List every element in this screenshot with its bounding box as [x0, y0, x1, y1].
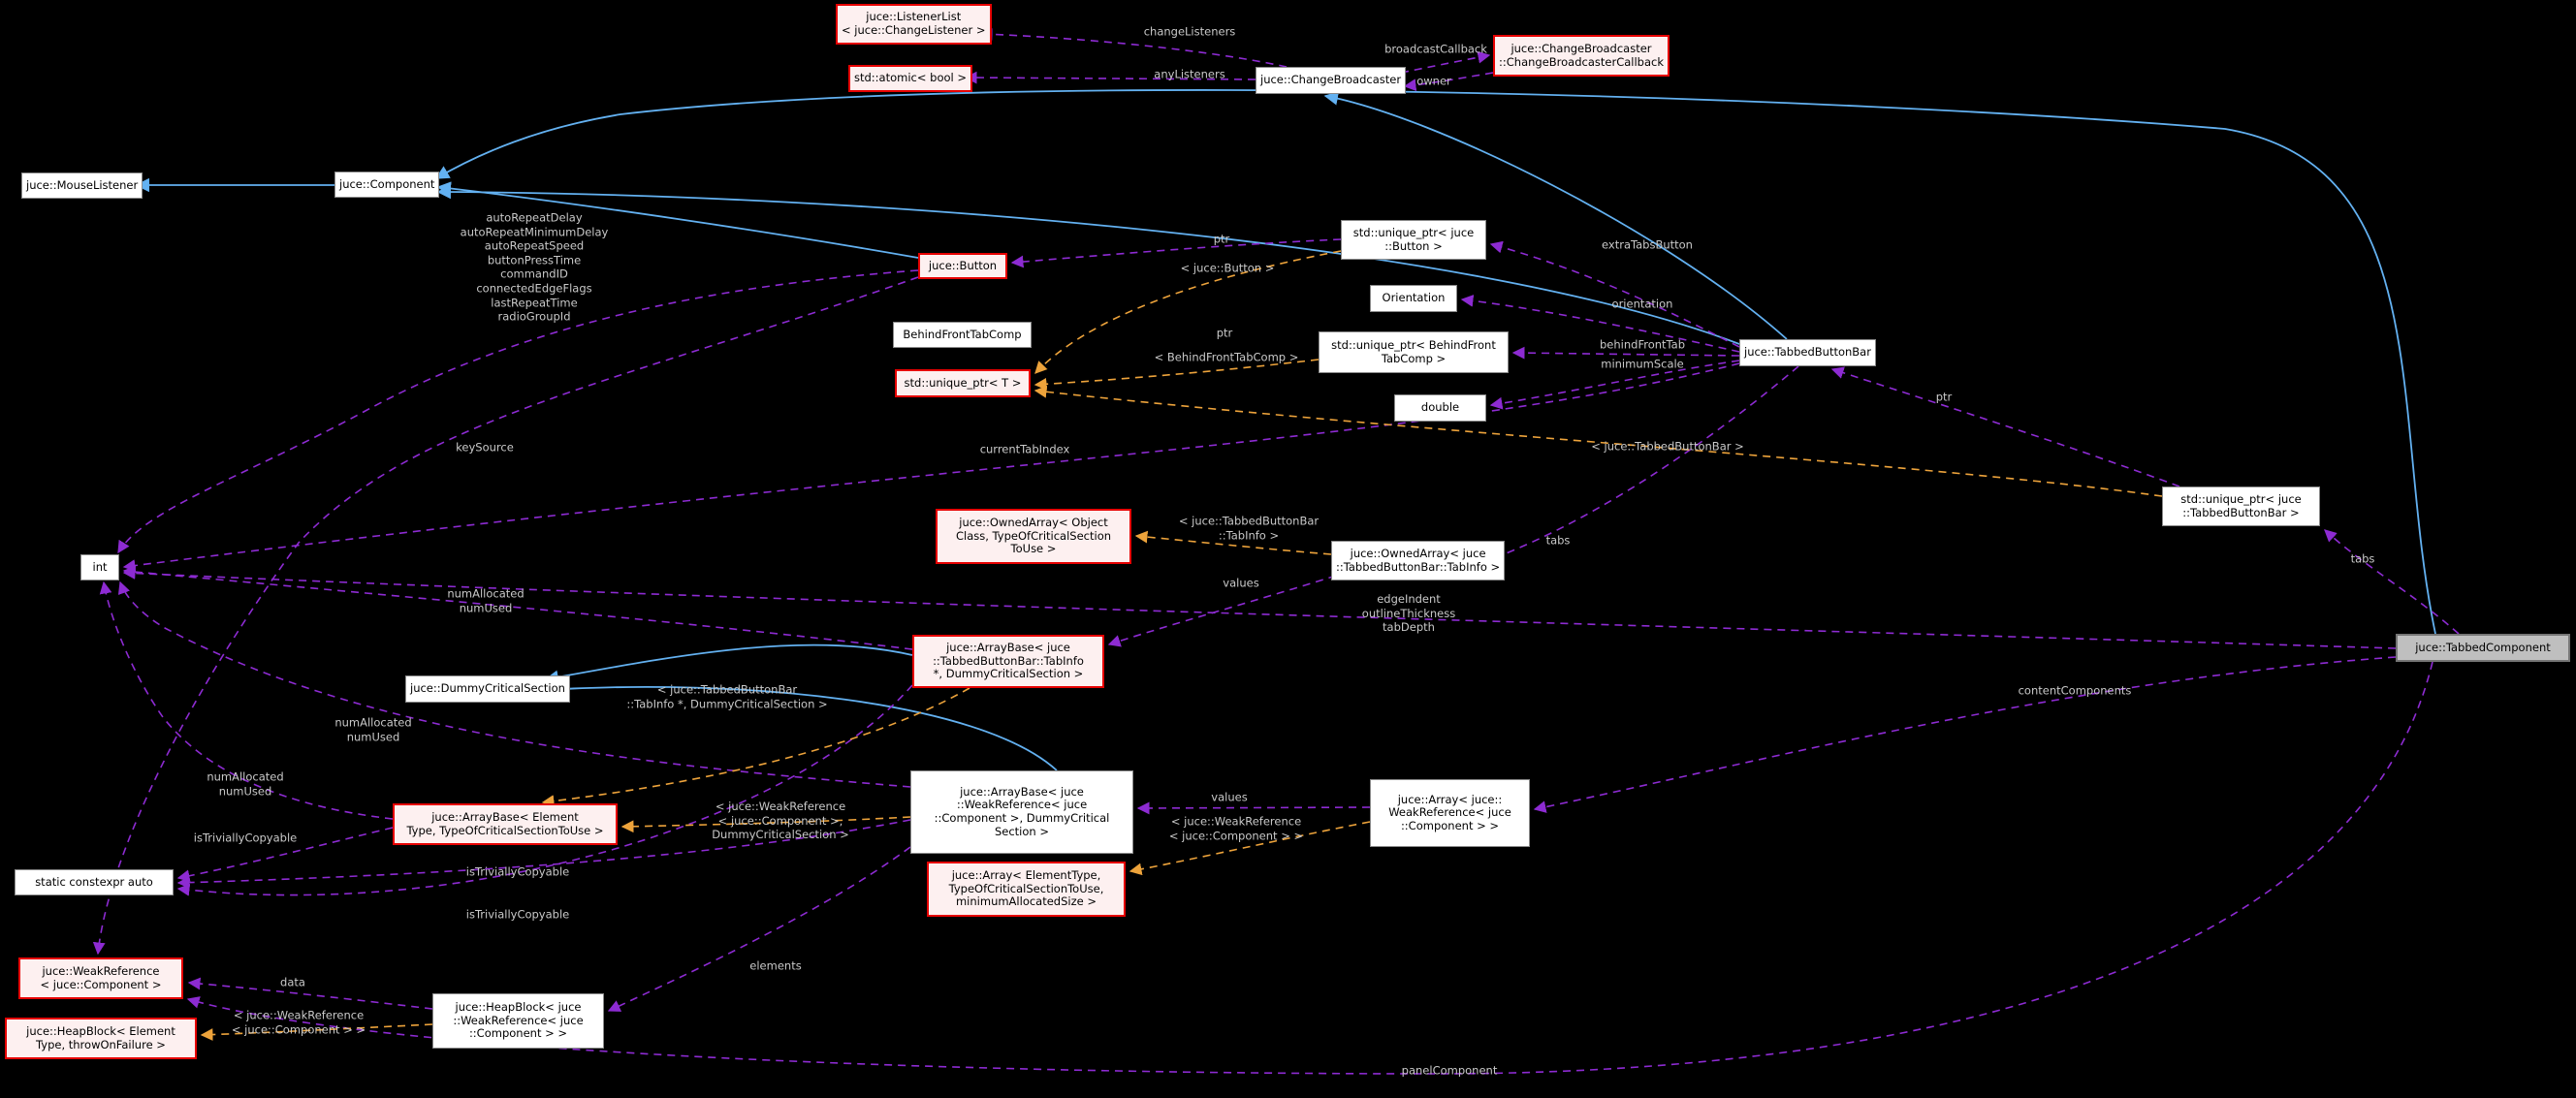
class-node-dummy-critical-section[interactable]: juce::DummyCriticalSection — [405, 675, 570, 703]
edge-current-tab-index — [122, 362, 1740, 572]
edge-tabbedbuttonbar-to-changebroadcaster — [1323, 91, 1788, 340]
class-node-array-generic[interactable]: juce::Array< ElementType, TypeOfCritical… — [927, 862, 1126, 917]
class-node-behind-front-tab-comp[interactable]: BehindFrontTabComp — [893, 322, 1032, 348]
class-node-owned-array-generic[interactable]: juce::OwnedArray< Object Class, TypeOfCr… — [936, 509, 1131, 564]
edge-tmpl-button — [1034, 250, 1342, 374]
class-node-unique-ptr-tabbed-button-bar[interactable]: std::unique_ptr< juce ::TabbedButtonBar … — [2162, 486, 2320, 526]
edge-tabs-tc — [2324, 529, 2460, 635]
edge-key-source — [92, 276, 919, 956]
class-node-unique-ptr-behind-front-tab-comp[interactable]: std::unique_ptr< BehindFront TabComp > — [1319, 331, 1509, 373]
edge-button-int — [117, 269, 919, 554]
edge-num-allocated-3 — [99, 580, 394, 820]
edge-ptr-button — [1010, 238, 1342, 268]
class-node-component[interactable]: juce::Component — [334, 172, 440, 198]
edge-tmpl-array-weakref — [1129, 821, 1371, 876]
class-node-change-broadcaster-callback[interactable]: juce::ChangeBroadcaster ::ChangeBroadcas… — [1493, 35, 1670, 77]
edge-values-array — [1136, 801, 1371, 815]
edge-data — [187, 977, 433, 1010]
class-node-tabbed-component: juce::TabbedComponent — [2396, 634, 2570, 662]
edge-tc-int — [122, 567, 2397, 649]
edge-num-allocated-1 — [122, 565, 913, 650]
class-node-heap-block-weakref[interactable]: juce::HeapBlock< juce ::WeakReference< j… — [432, 993, 604, 1049]
class-node-atomic-bool[interactable]: std::atomic< bool > — [848, 65, 973, 92]
edge-tmpl-bftc — [1034, 359, 1320, 391]
edge-content-components — [1533, 656, 2397, 813]
class-node-change-broadcaster[interactable]: juce::ChangeBroadcaster — [1256, 67, 1407, 94]
edge-any-listeners — [964, 71, 1256, 84]
class-node-unique-ptr-t[interactable]: std::unique_ptr< T > — [895, 369, 1031, 397]
edge-is-trivially-copyable-3 — [176, 684, 913, 896]
edge-elements — [607, 846, 911, 1012]
edge-num-allocated-2 — [117, 580, 911, 788]
class-node-mouse-listener[interactable]: juce::MouseListener — [21, 173, 143, 199]
edge-tmpl-array-base-weakref — [620, 816, 911, 833]
class-node-array-weakref[interactable]: juce::Array< juce:: WeakReference< juce … — [1370, 779, 1530, 847]
edge-tmpl-array-base-tabinfo — [541, 687, 970, 807]
edge-minimum-scale — [1489, 360, 1740, 410]
class-node-array-base-weakref[interactable]: juce::ArrayBase< juce ::WeakReference< j… — [910, 770, 1133, 854]
class-node-double[interactable]: double — [1394, 394, 1486, 422]
edge-broadcast-callback — [1400, 50, 1491, 74]
class-node-unique-ptr-button[interactable]: std::unique_ptr< juce ::Button > — [1341, 220, 1486, 260]
edge-tmpl-owned-array — [1134, 530, 1332, 555]
class-node-int[interactable]: int — [80, 554, 119, 580]
edge-owner — [1403, 72, 1494, 92]
class-node-array-base-generic[interactable]: juce::ArrayBase< Element Type, TypeOfCri… — [393, 803, 618, 845]
edge-arraybase-tabinfo-to-dummycs — [544, 643, 913, 684]
edge-ptr-tbb — [1830, 366, 2180, 487]
class-node-orientation[interactable]: Orientation — [1370, 285, 1457, 312]
class-node-owned-array-tabinfo[interactable]: juce::OwnedArray< juce ::TabbedButtonBar… — [1331, 541, 1506, 580]
edge-button-to-component — [436, 181, 919, 259]
edge-tabs-tbb — [1489, 365, 1799, 561]
edge-behind-front-tab — [1511, 346, 1740, 360]
class-node-weakref-component[interactable]: juce::WeakReference < juce::Component > — [18, 957, 183, 999]
edge-extra-tabs-button — [1489, 240, 1740, 348]
class-node-array-base-tabinfo[interactable]: juce::ArrayBase< juce ::TabbedButtonBar:… — [912, 635, 1104, 688]
class-node-static-constexpr-auto[interactable]: static constexpr auto — [15, 869, 174, 895]
edge-is-trivially-copyable-2 — [176, 819, 911, 890]
edge-is-trivially-copyable-1 — [176, 827, 394, 883]
edge-tabbedbuttonbar-to-component — [436, 184, 1740, 345]
edge-tabbedcomponent-to-component — [434, 89, 2436, 635]
class-node-heap-block-generic[interactable]: juce::HeapBlock< Element Type, throwOnFa… — [5, 1018, 197, 1059]
edge-tmpl-heap-block — [200, 1023, 433, 1041]
class-node-button[interactable]: juce::Button — [918, 253, 1007, 279]
edge-orientation — [1460, 295, 1740, 353]
edge-tmpl-tbb — [1034, 385, 2163, 497]
class-node-listener-list[interactable]: juce::ListenerList < juce::ChangeListene… — [836, 4, 992, 45]
class-node-tabbed-button-bar[interactable]: juce::TabbedButtonBar — [1739, 339, 1876, 366]
edge-change-listeners — [979, 27, 1288, 68]
edge-arraybase-weakref-to-dummycs — [544, 682, 1058, 771]
